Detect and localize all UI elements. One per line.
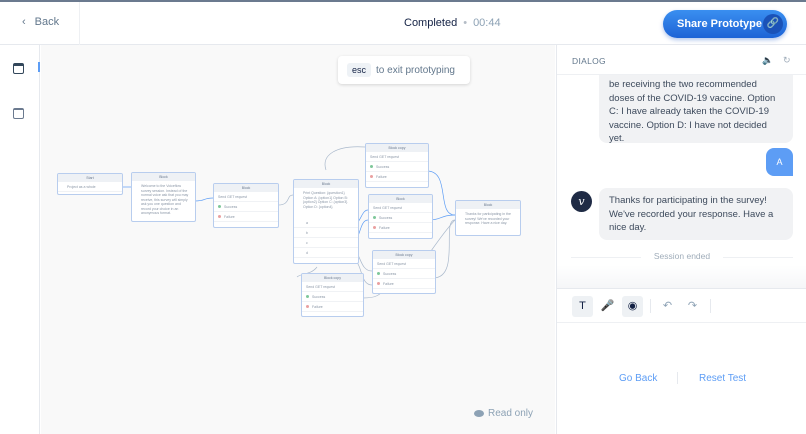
success-icon — [306, 295, 309, 298]
redo-icon[interactable]: ↷ — [687, 300, 698, 312]
connection — [426, 170, 456, 216]
go-back-button[interactable]: Go Back — [619, 373, 658, 384]
failure-icon — [218, 215, 221, 218]
bot-message: be receiving the two recommended doses o… — [599, 67, 793, 144]
connection — [277, 194, 294, 206]
speaker-icon[interactable]: 🔈 — [762, 55, 774, 65]
block-copy-top[interactable]: Block copy Send GET request Success Fail… — [365, 143, 429, 188]
read-only-indicator: Read only — [474, 408, 533, 419]
session-status: Completed•00:44 — [404, 17, 501, 29]
dialog-header: DIALOG 🔈 ↻ — [557, 45, 806, 75]
success-icon — [370, 165, 373, 168]
dialog-panel: DIALOG 🔈 ↻ be receiving the two recommen… — [556, 45, 806, 434]
bot-message: Thanks for participating in the survey! … — [599, 188, 793, 240]
divider — [710, 299, 711, 313]
cursor-mode-icon[interactable]: ◉ — [622, 296, 643, 317]
session-ended-divider: Session ended — [571, 251, 793, 261]
canvas-icon[interactable] — [13, 63, 24, 74]
reset-test-button[interactable]: Reset Test — [699, 373, 747, 384]
fade — [557, 265, 806, 288]
share-prototype-button[interactable]: Share Prototype🔗 — [663, 10, 787, 38]
divider — [650, 299, 651, 313]
start-block[interactable]: Start Project as a whole — [57, 173, 123, 195]
failure-icon — [306, 305, 309, 308]
input-toolbar: T 🎤 ◉ ↶ ↷ — [557, 288, 806, 323]
final-block[interactable]: Block Thanks for participating in the su… — [455, 200, 521, 236]
success-icon — [218, 205, 221, 208]
text-mode-button[interactable]: T — [572, 296, 593, 317]
success-icon — [373, 216, 376, 219]
back-button[interactable]: ‹Back — [22, 16, 60, 28]
top-border — [0, 0, 806, 2]
esc-key: esc — [347, 63, 372, 77]
refresh-icon[interactable]: ↻ — [783, 55, 791, 65]
connection — [432, 219, 456, 279]
divider — [79, 2, 80, 45]
timer: 00:44 — [473, 17, 501, 29]
failure-icon — [373, 226, 376, 229]
get-mid-block[interactable]: Block Send GET request Success Failure — [368, 194, 433, 239]
undo-icon[interactable]: ↶ — [662, 300, 673, 312]
user-message: A — [766, 148, 793, 176]
active-indicator — [38, 62, 40, 72]
left-rail — [0, 45, 40, 434]
microphone-icon[interactable]: 🎤 — [600, 300, 615, 312]
calendar-icon[interactable] — [13, 108, 24, 119]
get-request-block[interactable]: Block Send GET request Success Failure — [213, 183, 279, 228]
eye-icon — [474, 409, 484, 417]
connection — [194, 197, 214, 202]
divider — [677, 372, 678, 384]
failure-icon — [370, 175, 373, 178]
failure-icon — [377, 282, 380, 285]
question-block[interactable]: Block Print Question: {question1} Option… — [293, 179, 359, 264]
chevron-left-icon: ‹ — [22, 16, 26, 28]
success-icon — [377, 272, 380, 275]
connection — [429, 214, 456, 221]
bot-avatar: v — [571, 191, 592, 212]
block-copy-bottom[interactable]: Block copy Send GET request Success Fail… — [301, 273, 364, 317]
flow-canvas[interactable]: Start Project as a whole Block Welcome t… — [41, 45, 555, 434]
header: ‹Back Completed•00:44 Share Prototype🔗 — [0, 2, 806, 45]
link-icon: 🔗 — [763, 14, 783, 34]
welcome-block[interactable]: Block Welcome to the Voiceflow survey se… — [131, 172, 196, 222]
block-copy-mid[interactable]: Block copy Send GET request Success Fail… — [372, 250, 436, 294]
connection — [324, 146, 366, 171]
